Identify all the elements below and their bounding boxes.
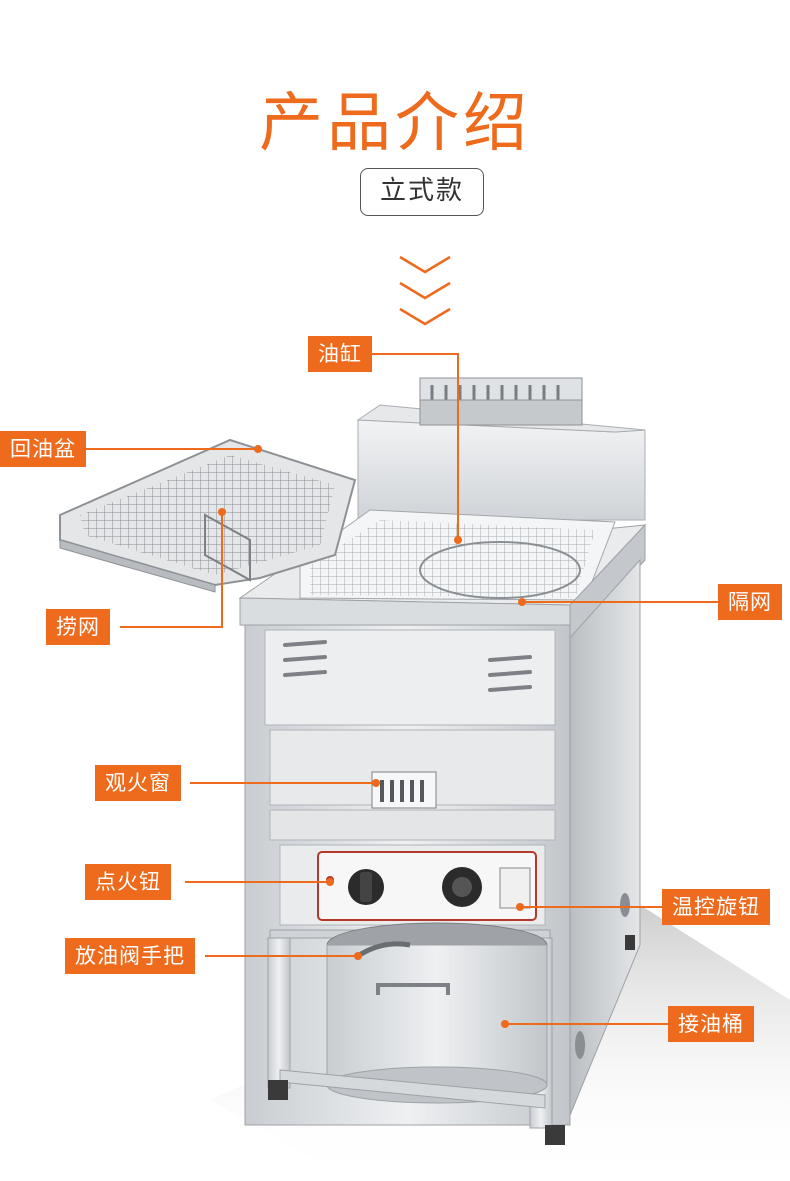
model-badge: 立式款 bbox=[360, 168, 484, 216]
callout-ignition-knob: 点火钮 bbox=[85, 864, 171, 900]
callout-drain-valve-handle: 放油阀手把 bbox=[65, 938, 195, 974]
chevron-down-icon bbox=[399, 255, 451, 326]
callout-oil-tank: 油缸 bbox=[308, 336, 372, 372]
callout-separator-mesh: 隔网 bbox=[718, 584, 782, 620]
page-title: 产品介绍 bbox=[259, 87, 531, 161]
callout-sight-window: 观火窗 bbox=[95, 765, 181, 801]
callout-oil-collection-bucket: 接油桶 bbox=[668, 1006, 754, 1042]
callout-thermostat-knob: 温控旋钮 bbox=[662, 889, 770, 925]
callout-oil-return-tray: 回油盆 bbox=[0, 431, 86, 467]
callout-frying-basket: 捞网 bbox=[46, 609, 110, 645]
